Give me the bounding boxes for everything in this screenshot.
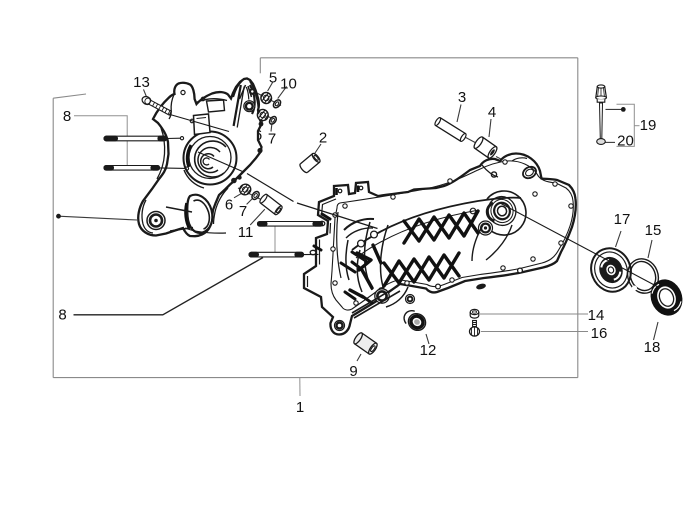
svg-text:19: 19 [640,117,657,134]
svg-text:5: 5 [269,70,277,87]
svg-text:10: 10 [280,76,297,93]
svg-text:7: 7 [239,203,247,220]
svg-text:11: 11 [238,224,254,241]
svg-text:3: 3 [458,89,466,106]
svg-text:2: 2 [319,130,327,147]
svg-text:17: 17 [614,211,631,228]
svg-text:18: 18 [644,339,661,356]
svg-text:4: 4 [488,104,496,121]
svg-text:8: 8 [63,108,71,125]
svg-text:8: 8 [58,307,66,324]
svg-text:1: 1 [296,399,304,416]
svg-text:9: 9 [349,363,357,380]
svg-text:14: 14 [588,307,605,324]
svg-text:15: 15 [645,222,662,239]
svg-text:16: 16 [591,325,608,342]
svg-text:12: 12 [420,342,437,359]
svg-text:13: 13 [133,74,150,91]
svg-text:20: 20 [617,133,634,150]
svg-text:6: 6 [225,197,233,214]
svg-text:7: 7 [268,131,276,148]
